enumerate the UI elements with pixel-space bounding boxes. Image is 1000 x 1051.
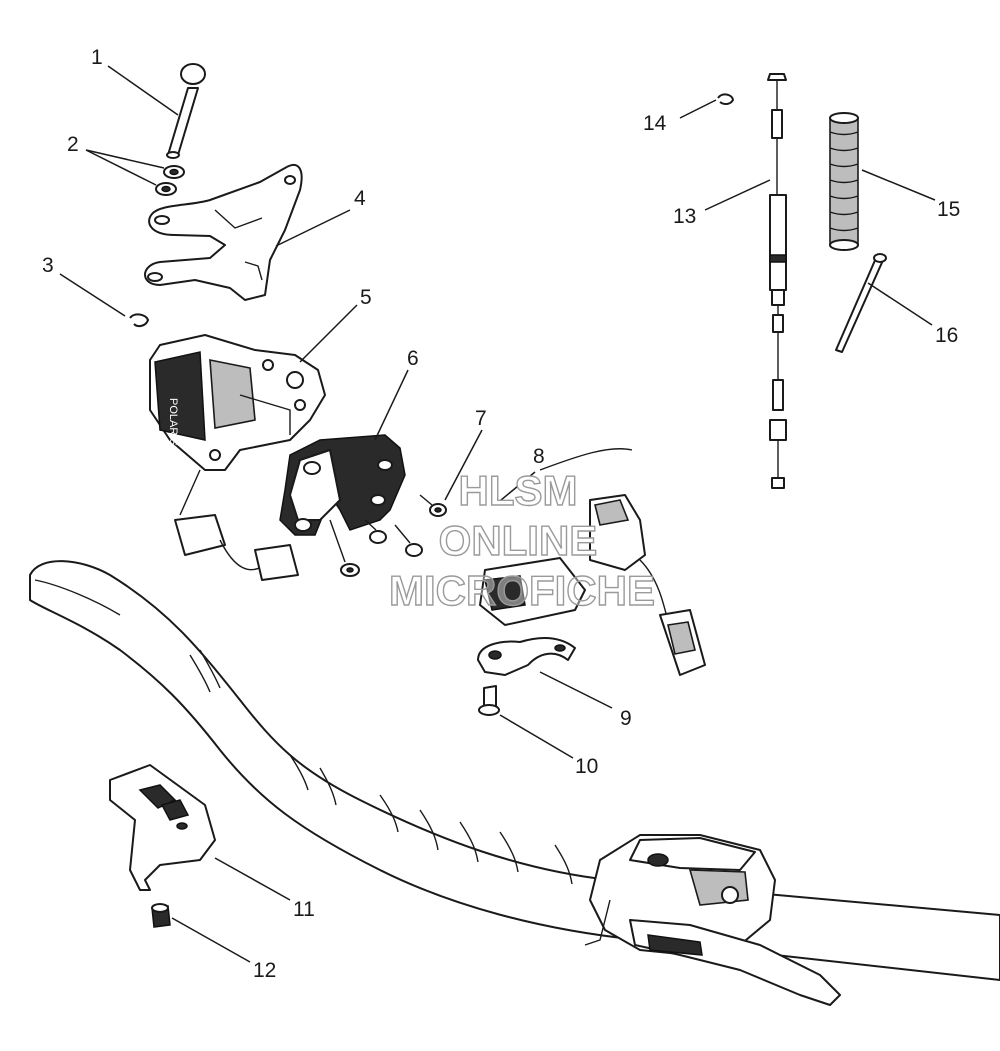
- part-14-clip: [717, 93, 734, 106]
- watermark-line-3: MICROFICHE: [389, 567, 655, 614]
- part-13-cable: [767, 73, 787, 489]
- brake-master-cylinder: [584, 834, 841, 1006]
- callout-8: 8: [533, 445, 545, 468]
- callout-11: 11: [293, 898, 315, 921]
- watermark-line-1: HLSM: [459, 467, 578, 514]
- part-3-clip: [129, 313, 149, 328]
- part-6-clamp-plate: [279, 434, 406, 536]
- part-16-cable-tie: [835, 253, 887, 353]
- handlebar: [29, 560, 1000, 981]
- part-9-clamp: [477, 637, 576, 676]
- callout-labels: 1 2 3 4 5 6 7 8 9 10 11 12 13 14 15 16: [42, 46, 960, 982]
- callout-4: 4: [354, 187, 366, 210]
- part-8-throttle-housing: [479, 448, 706, 676]
- part-5-switch-housing: POLARIS: [149, 334, 326, 471]
- part-7-screws: [329, 494, 447, 577]
- callout-12: 12: [253, 959, 276, 982]
- part-4-bracket: [144, 163, 303, 301]
- watermark-line-2: ONLINE: [439, 517, 598, 564]
- callout-10: 10: [575, 755, 598, 778]
- callout-14: 14: [643, 112, 667, 135]
- polaris-stamp: POLARIS: [167, 398, 179, 446]
- callout-15: 15: [937, 198, 960, 221]
- leader-lines: [59, 65, 936, 963]
- callout-2: 2: [67, 133, 79, 156]
- part-15-sleeve: [829, 112, 859, 251]
- callout-1: 1: [91, 46, 103, 69]
- wiring-connector: [174, 469, 299, 581]
- callout-3: 3: [42, 254, 54, 277]
- callout-16: 16: [935, 324, 958, 347]
- callout-5: 5: [360, 286, 372, 309]
- callout-6: 6: [407, 347, 419, 370]
- part-11-switch-cover: [109, 764, 216, 891]
- watermark: HLSM ONLINE MICROFICHE: [388, 466, 655, 614]
- part-2-washers: [155, 165, 185, 196]
- callout-9: 9: [620, 707, 632, 730]
- part-10-screw: [478, 685, 500, 716]
- part-12-set-screw: [151, 903, 171, 928]
- part-1-pin: [166, 63, 206, 159]
- callout-7: 7: [475, 407, 487, 430]
- callout-13: 13: [673, 205, 696, 228]
